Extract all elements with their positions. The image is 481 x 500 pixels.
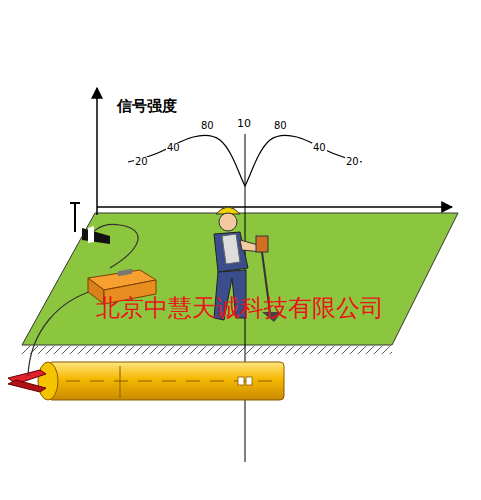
- pipe-mark: [246, 377, 252, 385]
- curve-value: 40: [166, 143, 181, 153]
- wire: [28, 290, 95, 376]
- pipe-mark: [238, 377, 244, 385]
- ground-surface: [22, 213, 458, 345]
- pipe-joint: [120, 366, 121, 398]
- curve-value: 20: [345, 157, 360, 167]
- curve-value: 20: [134, 157, 149, 167]
- soil-hatch: [22, 346, 392, 354]
- pipe-end: [38, 362, 58, 400]
- stake: [74, 203, 76, 232]
- wire: [92, 224, 138, 268]
- ground-rod: [82, 228, 110, 244]
- clamp: [8, 380, 46, 392]
- transmitter-panel: [118, 269, 132, 276]
- curve-value: 80: [273, 121, 288, 131]
- curve-value: 10: [236, 118, 252, 129]
- x-axis: [97, 206, 452, 208]
- curve-value: 80: [200, 121, 215, 131]
- pipe: [48, 362, 284, 400]
- y-axis: [96, 88, 98, 215]
- ground-rod-band: [88, 226, 94, 243]
- watermark: 北京中慧天诚科技有限公司: [95, 296, 385, 320]
- axis-title: 信号强度: [116, 99, 178, 114]
- curve-value: 40: [312, 143, 327, 153]
